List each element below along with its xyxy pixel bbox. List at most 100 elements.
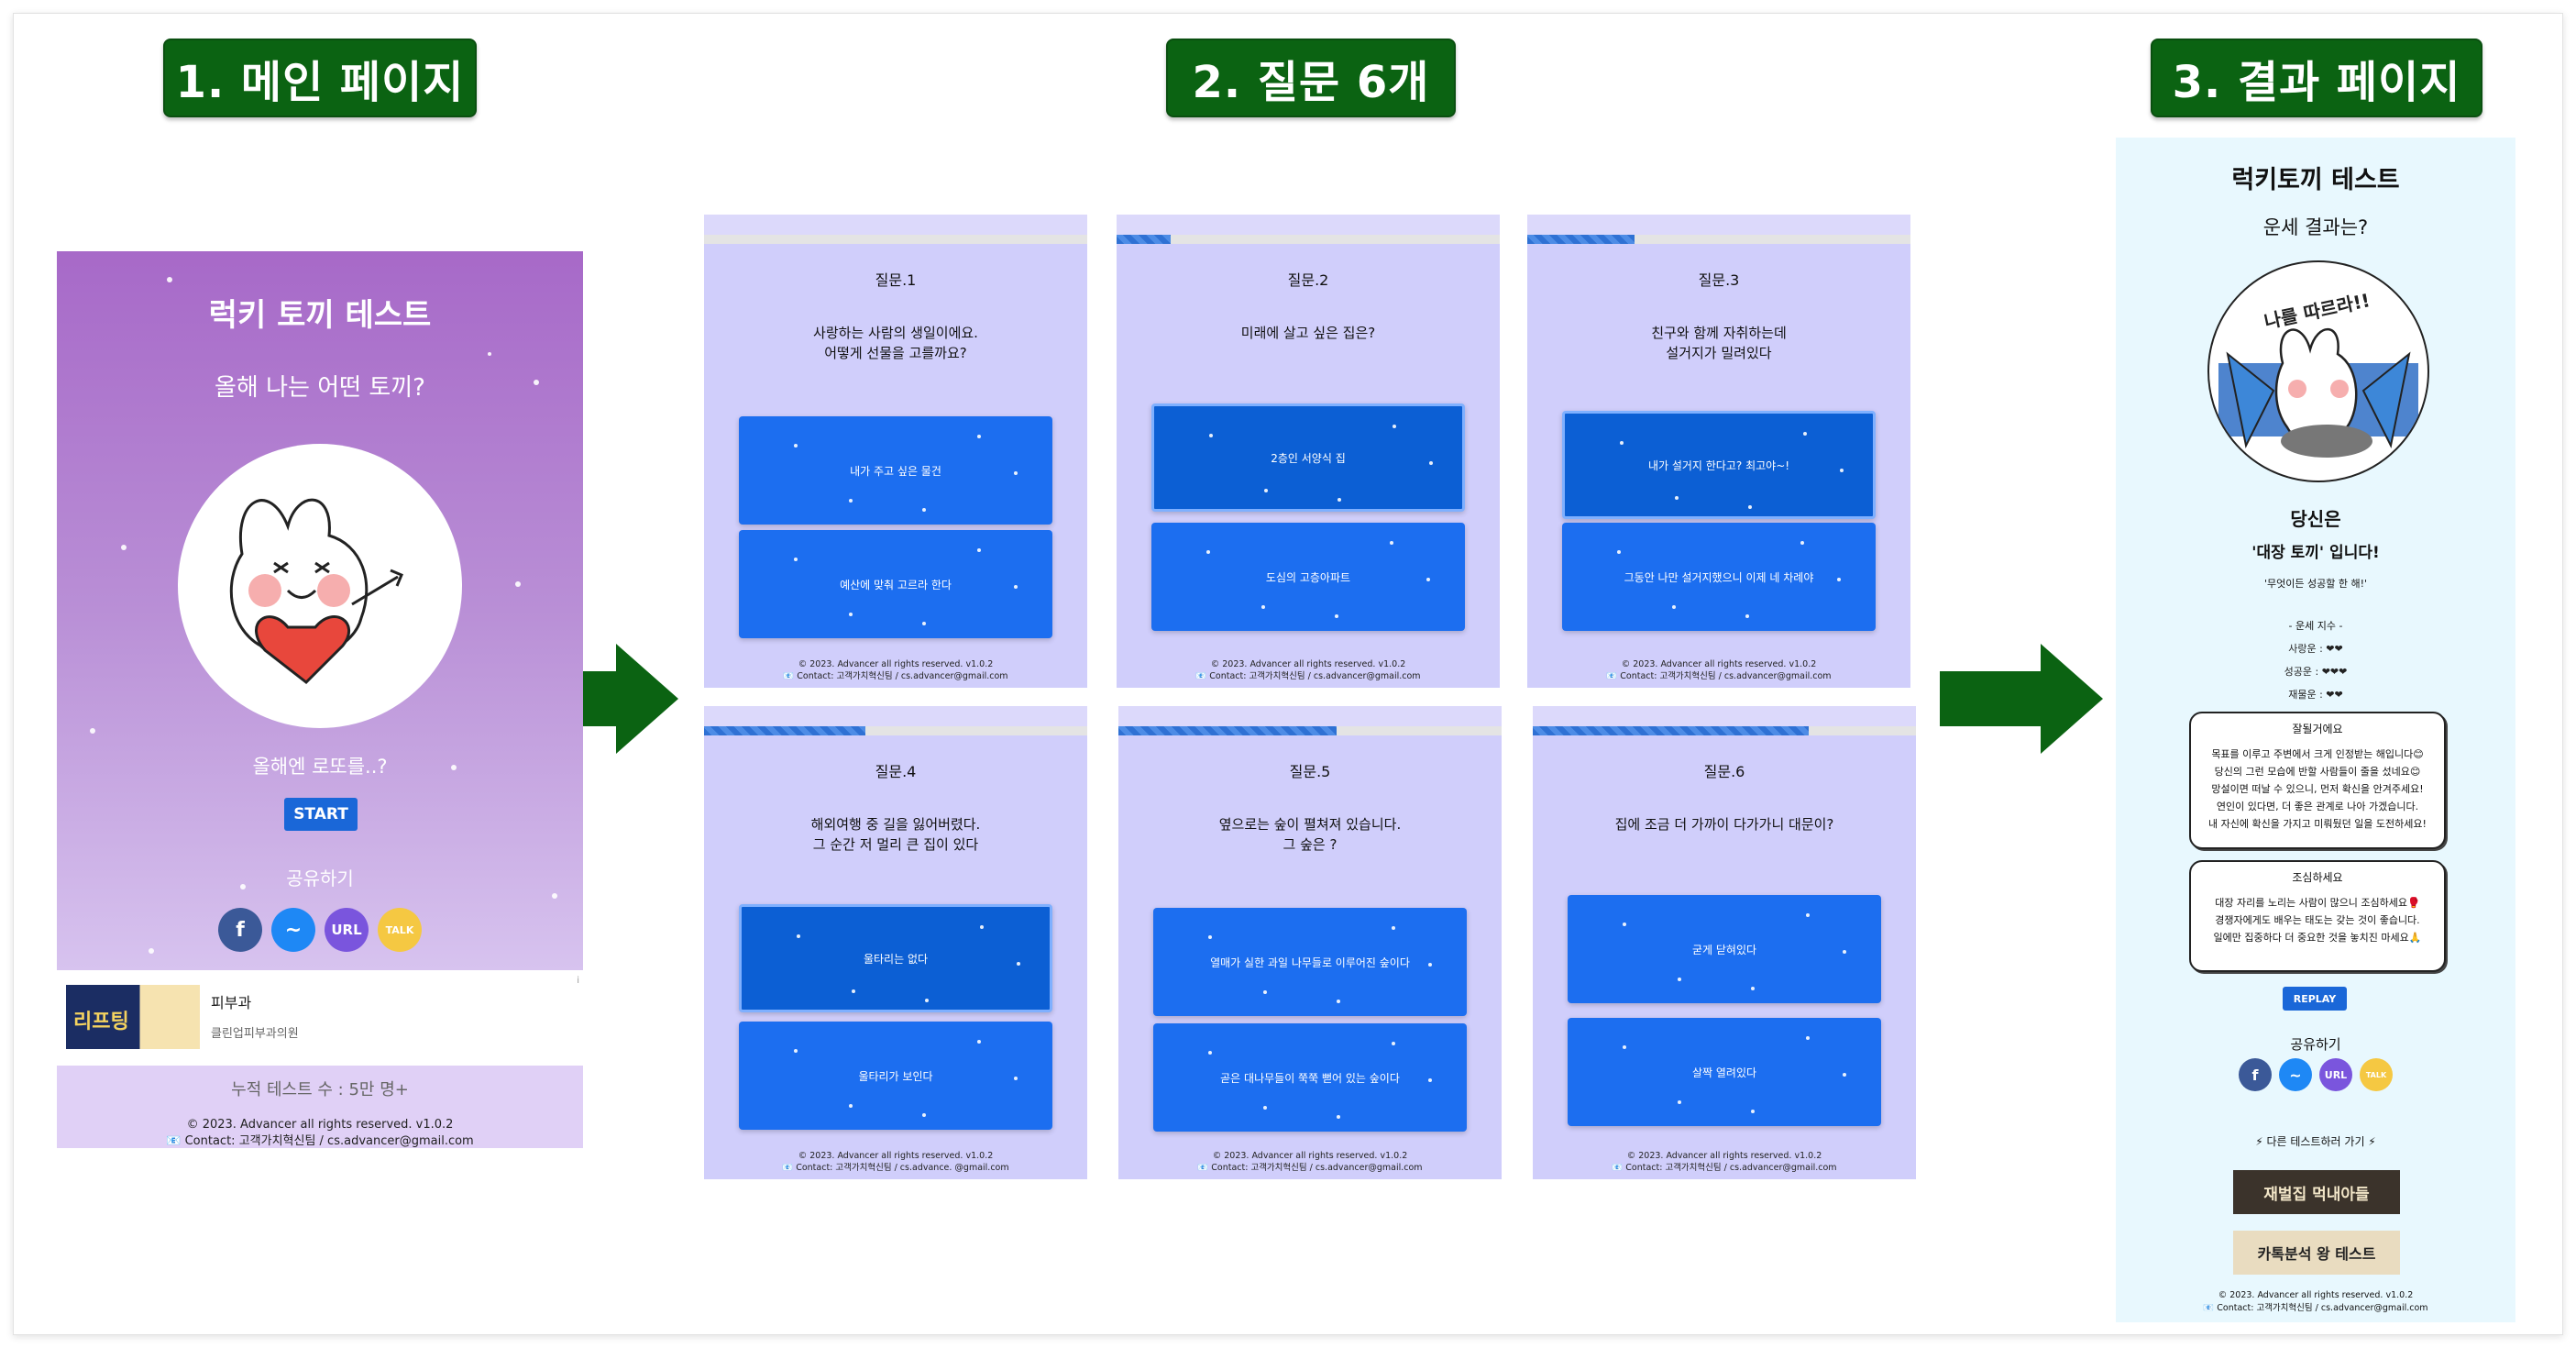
answer-button[interactable]: 도심의 고층아파트 (1151, 523, 1465, 631)
main-footer: 누적 테스트 수 : 5만 명+ © 2023. Advancer all ri… (57, 1066, 583, 1148)
sparkle (1390, 541, 1393, 545)
question-number: 질문.6 (1703, 763, 1745, 780)
messenger-icon[interactable]: ~ (271, 908, 315, 952)
copyright: © 2023. Advancer all rights reserved. v1… (798, 1151, 994, 1161)
answer-label: 도심의 고층아파트 (1265, 570, 1351, 584)
result-title: 럭키토끼 테스트 (2231, 166, 2400, 194)
sparkle (1393, 425, 1396, 428)
answer-label: 울타리는 없다 (863, 952, 929, 966)
answer-button[interactable]: 굳게 닫혀있다 (1568, 895, 1881, 1003)
ad-info-icon[interactable]: i (577, 976, 579, 986)
answer-button[interactable]: 살짝 열려있다 (1568, 1018, 1881, 1126)
ad-image-text: 리프팅 (73, 1011, 129, 1033)
kakaotalk-icon[interactable]: TALK (2360, 1058, 2393, 1091)
answer-button[interactable]: 울타리가 보인다 (739, 1022, 1052, 1130)
question-number: 질문.5 (1289, 763, 1331, 780)
question-number: 질문.2 (1287, 271, 1329, 289)
answer-label: 살짝 열려있다 (1691, 1066, 1757, 1079)
sparkle (794, 444, 798, 447)
facebook-icon[interactable]: f (218, 908, 262, 952)
result-type: '대장 토끼' 입니다! (2251, 544, 2380, 562)
copyright: © 2023. Advancer all rights reserved. v1… (1626, 1151, 1822, 1161)
sparkle (1748, 505, 1752, 509)
progress-fill (1118, 726, 1338, 735)
top-band (1118, 706, 1502, 726)
other-tests-label: ⚡ 다른 테스트하러 가기 ⚡ (2255, 1135, 2376, 1148)
sparkle (1675, 496, 1679, 500)
bubble-title: 잘될거에요 (2292, 723, 2343, 735)
answer-button[interactable]: 곧은 대나무들이 쭉쭉 뻗어 있는 숲이다 (1153, 1023, 1467, 1132)
facebook-icon[interactable]: f (2239, 1058, 2272, 1091)
share-icons: f ~ URL TALK (218, 908, 422, 952)
sparkle (1392, 926, 1395, 930)
ad-banner[interactable]: 리프팅 피부과 클린업피부과의원 i (57, 972, 583, 1060)
sparkle (1263, 990, 1267, 994)
other-test-banner[interactable]: 재벌집 먹내아들 (2233, 1170, 2400, 1214)
sparkle (849, 499, 853, 503)
sparkle (1014, 585, 1018, 589)
section-title-result: 3. 결과 페이지 (2151, 39, 2482, 117)
question-number: 질문.1 (875, 271, 917, 289)
sparkle (849, 613, 853, 616)
answer-label: 예산에 맞춰 고르라 한다 (840, 578, 952, 591)
answer-button[interactable]: 내가 주고 싶은 물건 (739, 416, 1052, 525)
section-title-main: 1. 메인 페이지 (163, 39, 477, 117)
other-test-banner[interactable]: 카톡분석 왕 테스트 (2233, 1231, 2400, 1275)
sparkle (1803, 432, 1807, 436)
rabbit-heart-illustration (178, 444, 462, 728)
sparkle (1751, 1110, 1755, 1113)
sparkle (1620, 441, 1624, 445)
sparkle (1338, 498, 1341, 502)
bubble-text: 대장 자리를 노리는 사람이 많으니 조심하세요🥊 경쟁자에게도 배우는 태도는… (2213, 897, 2422, 944)
question-text: 사랑하는 사람의 생일이에요. 어떻게 선물을 고를까요? (813, 325, 978, 361)
replay-button[interactable]: REPLAY (2283, 987, 2347, 1011)
main-subtitle: 올해 나는 어떤 토끼? (215, 374, 425, 402)
result-image-text: 나를 따르라!! (2262, 289, 2372, 333)
contact: 📧 Contact: 고객가치혁신팀 / cs.advancer@gmail.c… (1606, 671, 1832, 681)
caution-bubble: 조심하세요 대장 자리를 노리는 사람이 많으니 조심하세요🥊 경쟁자에게도 배… (2189, 860, 2446, 972)
answer-label: 열매가 실한 과일 나무들로 이루어진 숲이다 (1210, 956, 1410, 969)
luck-love: 사랑운 : ❤❤ (2288, 643, 2343, 655)
contact: 📧 Contact: 고객가치혁신팀 / cs.advancer@gmail.c… (783, 671, 1008, 681)
sparkle (1623, 923, 1626, 926)
messenger-icon[interactable]: ~ (2279, 1058, 2312, 1091)
sparkle (1672, 605, 1676, 609)
answer-button[interactable]: 예산에 맞춰 고르라 한다 (739, 530, 1052, 638)
url-icon[interactable]: URL (2319, 1058, 2352, 1091)
result-subtitle: 운세 결과는? (2262, 216, 2369, 238)
answer-button[interactable]: 열매가 실한 과일 나무들로 이루어진 숲이다 (1153, 908, 1467, 1016)
sparkle (794, 558, 798, 561)
answer-button[interactable]: 울타리는 없다 (739, 904, 1052, 1012)
sparkle (980, 925, 984, 929)
sparkle (1617, 550, 1621, 554)
sparkle (1392, 1042, 1395, 1045)
answer-button[interactable]: 2층인 서양식 집 (1151, 403, 1465, 512)
copyright: © 2023. Advancer all rights reserved. v1… (1210, 659, 1406, 669)
luck-title: - 운세 지수 - (2288, 620, 2343, 632)
copyright: © 2023. Advancer all rights reserved. v1… (798, 659, 994, 669)
answer-label: 울타리가 보인다 (858, 1069, 933, 1083)
sparkle (1337, 1115, 1340, 1119)
start-button[interactable]: START (284, 798, 358, 831)
answer-button[interactable]: 그동안 나만 설거지했으니 이제 네 차례야 (1562, 523, 1876, 631)
answer-button[interactable]: 내가 설거지 한다고? 최고야~! (1562, 411, 1876, 519)
question-text: 친구와 함께 자취하는데 설거지가 밀려있다 (1651, 325, 1787, 361)
url-icon[interactable]: URL (325, 908, 369, 952)
sparkle (1843, 1073, 1846, 1077)
sparkle (1806, 1036, 1810, 1040)
section-title-questions: 2. 질문 6개 (1166, 39, 1456, 117)
sparkle (1261, 605, 1265, 609)
sparkle (977, 548, 981, 552)
progress-bar (1118, 726, 1502, 735)
progress-bar (704, 235, 1087, 244)
contact: 📧 Contact: 고객가치혁신팀 / cs.advancer@gmail.c… (1612, 1163, 1837, 1173)
answer-label: 곧은 대나무들이 쭉쭉 뻗어 있는 숲이다 (1220, 1071, 1400, 1085)
kakaotalk-icon[interactable]: TALK (378, 908, 422, 952)
result-share-label: 공유하기 (2290, 1036, 2341, 1053)
sparkle (849, 1104, 853, 1108)
progress-fill (1533, 726, 1809, 735)
question-number: 질문.4 (875, 763, 917, 780)
